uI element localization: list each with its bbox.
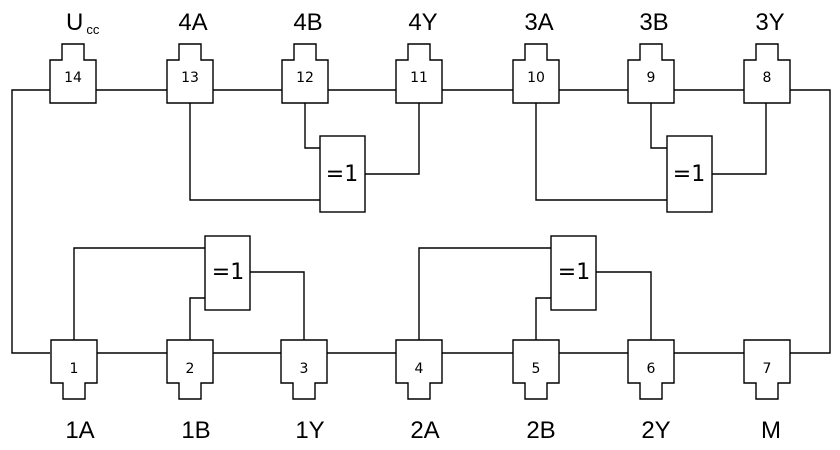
pin-7-label: M [761, 417, 781, 444]
pin-number: 12 [296, 70, 314, 86]
pin-number: 2 [186, 361, 195, 377]
pin-number: 5 [532, 361, 541, 377]
supply-label-subscript: cc [86, 22, 100, 37]
pin-10: 10 [512, 43, 560, 104]
pin-9: 9 [627, 43, 675, 104]
pin-number: 10 [527, 70, 545, 86]
xor-gate-3: =1 [666, 135, 713, 213]
wiring [11, 89, 831, 354]
pin-5-label: 2B [526, 417, 555, 444]
pin-11: 11 [395, 43, 443, 104]
gate2-input-b-wire [535, 297, 551, 340]
pin-13-label: 4A [178, 9, 207, 36]
pin-1: 1 [50, 339, 98, 400]
pin-6: 6 [627, 339, 675, 400]
xor-gate-1: =1 [204, 235, 251, 311]
pin-number: 11 [410, 70, 428, 86]
pin-number: 7 [763, 361, 772, 377]
pin-3-label: 1Y [295, 417, 324, 444]
gate-symbol: =1 [326, 162, 358, 187]
left-rail-wire [11, 89, 50, 354]
pin-6-label: 2Y [641, 417, 670, 444]
gate3-output-wire [712, 103, 767, 175]
pin-2-label: 1B [181, 417, 210, 444]
gate4-input-b-wire [304, 103, 320, 149]
pin-11-label: 4Y [408, 9, 437, 36]
xor-gate-4: =1 [319, 135, 366, 213]
gate3-input-b-wire [650, 103, 667, 149]
pin-1-label: 1A [65, 417, 94, 444]
pin-number: 4 [415, 361, 424, 377]
gate2-output-wire [596, 271, 652, 340]
xor-gate-2: =1 [550, 235, 597, 311]
pin-13: 13 [166, 43, 214, 104]
pin-7: 7 [743, 339, 791, 400]
pin-number: 14 [64, 70, 82, 86]
gate1-input-b-wire [189, 297, 205, 340]
pin-number: 8 [763, 70, 772, 86]
pin-8-label: 3Y [755, 9, 784, 36]
gate1-input-a-wire [73, 247, 205, 340]
gate-symbol: =1 [558, 260, 590, 285]
pin-8: 8 [743, 43, 791, 104]
gate2-input-a-wire [418, 247, 551, 340]
gate-symbol: =1 [673, 162, 705, 187]
pin-number: 9 [647, 70, 656, 86]
supply-label-main: U [66, 9, 83, 36]
pin-12-label: 4B [293, 9, 322, 36]
pin-2: 2 [166, 339, 214, 400]
pin-9-label: 3B [639, 9, 668, 36]
gate-symbol: =1 [212, 260, 244, 285]
pin-12: 12 [281, 43, 329, 104]
pin-5: 5 [512, 339, 560, 400]
pin-4: 4 [395, 339, 443, 400]
pin-10-label: 3A [524, 9, 553, 36]
right-rail-wire [790, 89, 831, 354]
pin-number: 6 [647, 361, 656, 377]
pin-4-label: 2A [410, 417, 439, 444]
pin-number: 13 [181, 70, 199, 86]
gate4-input-a-wire [189, 103, 320, 201]
gate4-output-wire [365, 103, 420, 175]
gate3-input-a-wire [535, 103, 667, 201]
gate1-output-wire [250, 271, 305, 340]
pin-number: 1 [70, 361, 79, 377]
pin-3: 3 [280, 339, 328, 400]
pin-number: 3 [300, 361, 309, 377]
pin-14: 14 [49, 43, 97, 104]
